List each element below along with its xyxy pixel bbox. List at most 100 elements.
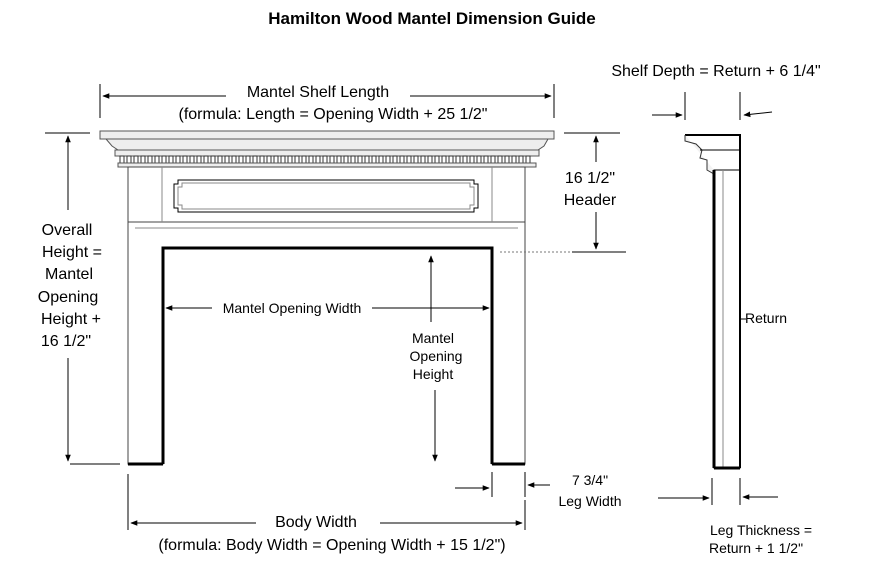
opening-height-label: Mantel Opening Height (410, 330, 463, 382)
dentil-block (140, 155, 146, 164)
dentil-block (476, 155, 482, 164)
dentil-block (133, 155, 139, 164)
dentil-block (231, 155, 237, 164)
dentil-block (406, 155, 412, 164)
dentil-block (336, 155, 342, 164)
overall-height-line: Mantel (45, 266, 93, 283)
mantel-body-outline (127, 222, 526, 465)
opening-height-line: Opening (410, 348, 463, 364)
mantel-front-view (99, 130, 622, 466)
dentil-block (196, 155, 202, 164)
dentil-block (441, 155, 447, 164)
side-crown-profile (684, 135, 715, 175)
dentil-block (266, 155, 272, 164)
dentil-block (378, 155, 384, 164)
dentil-block (161, 155, 167, 164)
dentil-block (168, 155, 174, 164)
dentil-block (238, 155, 244, 164)
dentil-block (392, 155, 398, 164)
dentil-block (483, 155, 489, 164)
dentil-block (497, 155, 503, 164)
body-width-label: Body Width (275, 514, 357, 531)
dentil-block (287, 155, 293, 164)
shelf-depth-label: Shelf Depth = Return + 6 1/4" (611, 63, 820, 80)
dentil-block (469, 155, 475, 164)
header-panel-inner (177, 182, 475, 210)
overall-height-line: Height + (41, 311, 101, 328)
shelf-bed-molding (114, 149, 540, 157)
dentil-block (399, 155, 405, 164)
leg-width-value: 7 3/4" (572, 472, 608, 488)
leg-width-label: Leg Width (558, 493, 621, 509)
shelf-depth-arrow-right (743, 111, 773, 118)
dentil-block (448, 155, 454, 164)
shelf-crown-molding (104, 138, 549, 151)
dentil-block (259, 155, 265, 164)
dentil-block (175, 155, 181, 164)
shelf-length-formula: (formula: Length = Opening Width + 25 1/… (179, 106, 488, 123)
dentil-block (504, 155, 510, 164)
mantel-shelf (99, 130, 555, 140)
dentil-block (182, 155, 188, 164)
dentil-block (420, 155, 426, 164)
overall-height-line: Opening (38, 289, 99, 306)
dentil-block (147, 155, 153, 164)
dentil-block (371, 155, 377, 164)
dentil-block (357, 155, 363, 164)
dentil-block (294, 155, 300, 164)
shelf-length-label: Mantel Shelf Length (247, 84, 389, 101)
dentil-block (224, 155, 230, 164)
mantel-side-view (684, 134, 741, 470)
dentil-block (210, 155, 216, 164)
dentil-block (434, 155, 440, 164)
dentil-block (315, 155, 321, 164)
dentil-block (280, 155, 286, 164)
dentil-block (245, 155, 251, 164)
dentil-block (455, 155, 461, 164)
leg-thickness-formula: Return + 1 1/2" (709, 540, 803, 556)
dentil-bottom-band (117, 162, 537, 168)
dentil-block (490, 155, 496, 164)
dentil-block (427, 155, 433, 164)
opening-width-label: Mantel Opening Width (223, 300, 362, 316)
dentil-block (154, 155, 160, 164)
dentil-row (119, 155, 531, 164)
header-dimension-label: Header (564, 192, 617, 209)
dentil-block (511, 155, 517, 164)
dentil-block (119, 155, 125, 164)
dentil-block (350, 155, 356, 164)
dentil-block (329, 155, 335, 164)
dentil-block (518, 155, 524, 164)
dentil-block (203, 155, 209, 164)
mantel-opening-edge (161, 246, 494, 464)
dentil-block (273, 155, 279, 164)
header-frieze (127, 166, 526, 223)
header-panel (173, 179, 479, 213)
return-label: Return (745, 310, 787, 326)
body-width-formula: (formula: Body Width = Opening Width + 1… (158, 537, 505, 554)
dentil-block (301, 155, 307, 164)
dentil-block (322, 155, 328, 164)
dentil-block (385, 155, 391, 164)
dentil-block (252, 155, 258, 164)
dentil-block (126, 155, 132, 164)
dentil-block (413, 155, 419, 164)
dentil-block (343, 155, 349, 164)
opening-height-line: Height (413, 366, 454, 382)
overall-height-line: Overall (42, 222, 93, 239)
dentil-block (525, 155, 531, 164)
dentil-block (217, 155, 223, 164)
overall-height-line: Height = (42, 244, 102, 261)
dentil-block (462, 155, 468, 164)
side-leg (713, 169, 741, 469)
opening-height-line: Mantel (412, 330, 454, 346)
diagram-title: Hamilton Wood Mantel Dimension Guide (268, 9, 595, 28)
leg-thickness-label: Leg Thickness = (710, 522, 812, 538)
header-dimension-value: 16 1/2" (565, 170, 615, 187)
dentil-block (189, 155, 195, 164)
dentil-block (308, 155, 314, 164)
dentil-block (364, 155, 370, 164)
overall-height-label: Overall Height = Mantel Opening Height +… (38, 222, 102, 350)
overall-height-line: 16 1/2" (41, 333, 91, 350)
